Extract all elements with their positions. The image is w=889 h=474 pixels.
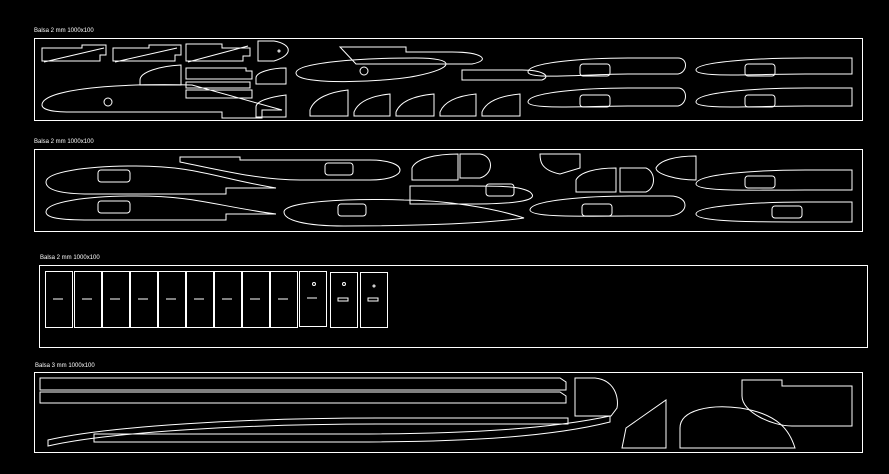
sheet-4 [34,372,863,453]
lightening-hole [771,205,803,219]
wing-rib [527,87,686,108]
sheet-3 [39,265,868,348]
fuselage-side [45,195,277,221]
fin-part [621,399,667,449]
lightening-hole [337,203,367,217]
tail-part [574,377,618,417]
lightening-hole [579,94,611,108]
sheet-1-label: Balsa 2 mm 1000x100 [34,28,94,34]
rib-part [255,94,287,118]
wing-rib [409,185,533,205]
rib-part [257,40,289,62]
longeron-curved [47,417,569,447]
wing-rib [695,169,853,191]
spar-part [338,46,483,65]
spar-part [461,69,547,81]
rib-part [575,167,654,193]
stabilizer-part [741,379,853,427]
rib-part [395,93,435,117]
sheet-3-label: Balsa 2 mm 1000x100 [40,255,100,261]
lightening-hole [744,63,776,77]
rib-part [439,93,477,117]
wing-rib [529,195,686,217]
rib-part [139,64,182,86]
rib-part [481,93,521,117]
sheet-3-border [39,265,868,348]
spar-part [185,67,253,89]
spar-part [185,89,253,99]
longeron [39,377,567,391]
rib-part [255,67,287,85]
wing-rib [695,57,853,76]
sheet-2-border [34,149,863,232]
hole [103,97,113,107]
former-panels [45,271,388,328]
lightening-hole [324,162,354,176]
spar-part [185,43,251,63]
wing-rib [695,87,853,108]
wing-rib [695,201,853,223]
fuselage-side [45,165,277,195]
wing-rib [295,57,447,83]
lightening-hole [97,200,131,214]
stabilizer-part [679,406,796,449]
lightening-hole [581,203,613,217]
lightening-hole [97,169,131,183]
rib-part [353,93,391,117]
longeron [39,391,567,404]
spar-part [41,44,107,63]
rib-part [309,89,349,117]
wing-rib [283,199,525,227]
hole [277,49,281,53]
lightening-hole [744,94,776,108]
longeron-curved [93,415,611,443]
sheet-1-border [34,38,863,121]
fuselage-side [179,156,401,181]
sheet-4-border [34,372,863,453]
lightening-hole [485,183,515,197]
sheet-2 [34,149,863,232]
rib-part [655,155,697,181]
wing-rib [527,57,686,77]
sheet-4-label: Balsa 3 mm 1000x100 [35,363,95,369]
hole [359,66,369,76]
rib-part [539,153,581,175]
lightening-hole [744,175,776,189]
rib-part [411,153,491,181]
sheet-1 [34,38,863,121]
spar-part [112,44,182,63]
lightening-hole [579,63,611,77]
sheet-2-label: Balsa 2 mm 1000x100 [34,139,94,145]
